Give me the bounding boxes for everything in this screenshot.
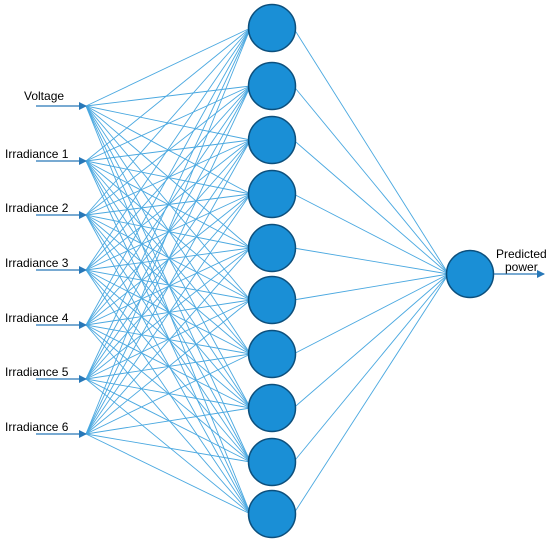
- connection-input-4-hidden-10: [85, 269, 251, 515]
- output-layer: Predicted power: [445, 247, 547, 299]
- connection-input-7-hidden-6: [85, 299, 251, 435]
- hidden-neuron-10: [247, 489, 297, 539]
- connection-hidden-2-output: [293, 85, 449, 275]
- connection-input-7-hidden-1: [85, 27, 251, 435]
- input-hidden-connections: [85, 27, 251, 515]
- connection-input-7-hidden-4: [85, 193, 251, 435]
- hidden-neuron-5: [247, 223, 297, 273]
- input-label-irradiance-1: Irradiance 1: [5, 147, 69, 161]
- connection-input-7-hidden-5: [85, 247, 251, 435]
- connection-hidden-6-output: [293, 273, 449, 301]
- connection-input-7-hidden-2: [85, 85, 251, 435]
- connection-input-5-hidden-2: [85, 85, 251, 326]
- connection-input-2-hidden-10: [85, 160, 251, 515]
- hidden-neuron-2: [247, 61, 297, 111]
- connection-input-7-hidden-10: [85, 433, 251, 515]
- hidden-neuron-1: [247, 3, 297, 53]
- hidden-output-connections: [293, 27, 449, 515]
- connection-input-4-hidden-1: [85, 27, 251, 271]
- connection-input-1-hidden-10: [85, 105, 251, 515]
- connection-input-4-hidden-2: [85, 85, 251, 271]
- connection-hidden-7-output: [293, 273, 449, 355]
- connection-input-7-hidden-8: [85, 407, 251, 435]
- connection-input-6-hidden-1: [85, 27, 251, 380]
- connection-input-6-hidden-10: [85, 378, 251, 515]
- connection-input-7-hidden-7: [85, 353, 251, 435]
- connection-hidden-1-output: [293, 27, 449, 275]
- hidden-neuron-6: [247, 275, 297, 325]
- connection-input-7-hidden-3: [85, 139, 251, 435]
- hidden-neuron-9: [247, 437, 297, 487]
- connection-input-6-hidden-2: [85, 85, 251, 380]
- connection-hidden-9-output: [293, 273, 449, 463]
- input-label-irradiance-3: Irradiance 3: [5, 256, 69, 270]
- hidden-neuron-3: [247, 115, 297, 165]
- connection-input-5-hidden-1: [85, 27, 251, 326]
- connection-input-4-hidden-6: [85, 269, 251, 301]
- connection-input-1-hidden-1: [85, 27, 251, 107]
- output-label-line1: Predicted: [496, 247, 547, 261]
- output-neuron: [445, 249, 495, 299]
- input-label-irradiance-6: Irradiance 6: [5, 420, 69, 434]
- input-label-irradiance-4: Irradiance 4: [5, 311, 69, 325]
- connection-input-7-hidden-9: [85, 433, 251, 463]
- connection-hidden-10-output: [293, 273, 449, 515]
- connection-hidden-8-output: [293, 273, 449, 409]
- connection-input-2-hidden-2: [85, 85, 251, 162]
- connection-input-6-hidden-9: [85, 378, 251, 463]
- connection-hidden-3-output: [293, 139, 449, 275]
- connection-hidden-4-output: [293, 193, 449, 275]
- connection-input-5-hidden-10: [85, 324, 251, 515]
- input-label-voltage: Voltage: [24, 89, 64, 103]
- connection-input-3-hidden-2: [85, 85, 251, 216]
- connection-input-2-hidden-1: [85, 27, 251, 162]
- hidden-neuron-4: [247, 169, 297, 219]
- connection-input-3-hidden-10: [85, 214, 251, 515]
- hidden-neuron-7: [247, 329, 297, 379]
- connection-hidden-5-output: [293, 247, 449, 275]
- hidden-layer: [247, 3, 297, 539]
- hidden-neuron-8: [247, 383, 297, 433]
- connection-input-4-hidden-8: [85, 269, 251, 409]
- connection-input-4-hidden-7: [85, 269, 251, 355]
- connection-input-5-hidden-6: [85, 299, 251, 326]
- connection-input-3-hidden-1: [85, 27, 251, 216]
- connection-input-3-hidden-7: [85, 214, 251, 355]
- connection-input-1-hidden-2: [85, 85, 251, 107]
- output-label-line2: power: [505, 260, 538, 274]
- input-label-irradiance-2: Irradiance 2: [5, 201, 69, 215]
- input-layer: Voltage Irradiance 1 Irradiance 2 Irradi…: [5, 89, 87, 438]
- input-label-irradiance-5: Irradiance 5: [5, 365, 69, 379]
